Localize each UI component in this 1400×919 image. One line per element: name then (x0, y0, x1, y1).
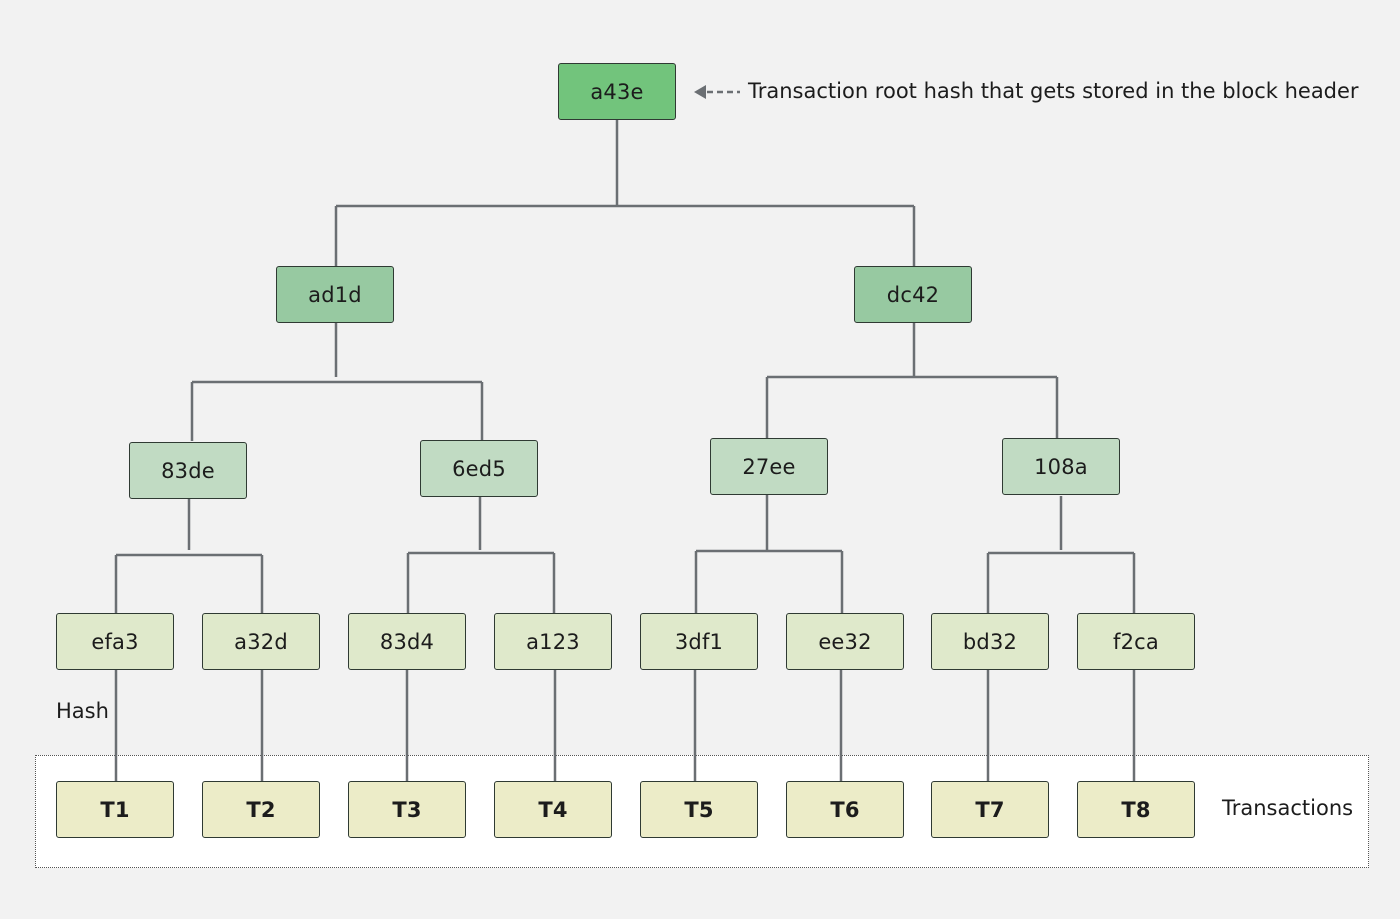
transaction-node: T7 (931, 781, 1049, 838)
hash-node-level2: 83de (129, 442, 247, 499)
annotation-arrow-icon (694, 85, 740, 99)
transaction-node: T8 (1077, 781, 1195, 838)
hash-node-level2: 6ed5 (420, 440, 538, 497)
leaf-hash-node: a32d (202, 613, 320, 670)
hash-node-level2: 27ee (710, 438, 828, 495)
transaction-node: T5 (640, 781, 758, 838)
leaf-hash-node: bd32 (931, 613, 1049, 670)
root-annotation-text: Transaction root hash that gets stored i… (748, 79, 1359, 103)
connector-root (334, 120, 916, 266)
connector-6ed5 (406, 497, 556, 613)
transactions-label: Transactions (1222, 796, 1354, 820)
connector-27ee (694, 495, 844, 613)
transaction-node: T6 (786, 781, 904, 838)
connector-83de (114, 499, 264, 613)
leaf-hash-node: 3df1 (640, 613, 758, 670)
hash-node-level2: 108a (1002, 438, 1120, 495)
hash-node-level1: ad1d (276, 266, 394, 323)
transaction-node: T2 (202, 781, 320, 838)
connector-dc42 (765, 323, 1059, 438)
leaf-hash-node: a123 (494, 613, 612, 670)
root-hash-node: a43e (558, 63, 676, 120)
hash-label: Hash (56, 699, 109, 723)
connector-ad1d (190, 323, 484, 441)
transaction-node: T3 (348, 781, 466, 838)
leaf-hash-node: f2ca (1077, 613, 1195, 670)
leaf-hash-node: ee32 (786, 613, 904, 670)
transaction-node: T1 (56, 781, 174, 838)
connector-108a (986, 496, 1136, 613)
transaction-node: T4 (494, 781, 612, 838)
leaf-hash-node: efa3 (56, 613, 174, 670)
hash-node-level1: dc42 (854, 266, 972, 323)
leaf-hash-node: 83d4 (348, 613, 466, 670)
